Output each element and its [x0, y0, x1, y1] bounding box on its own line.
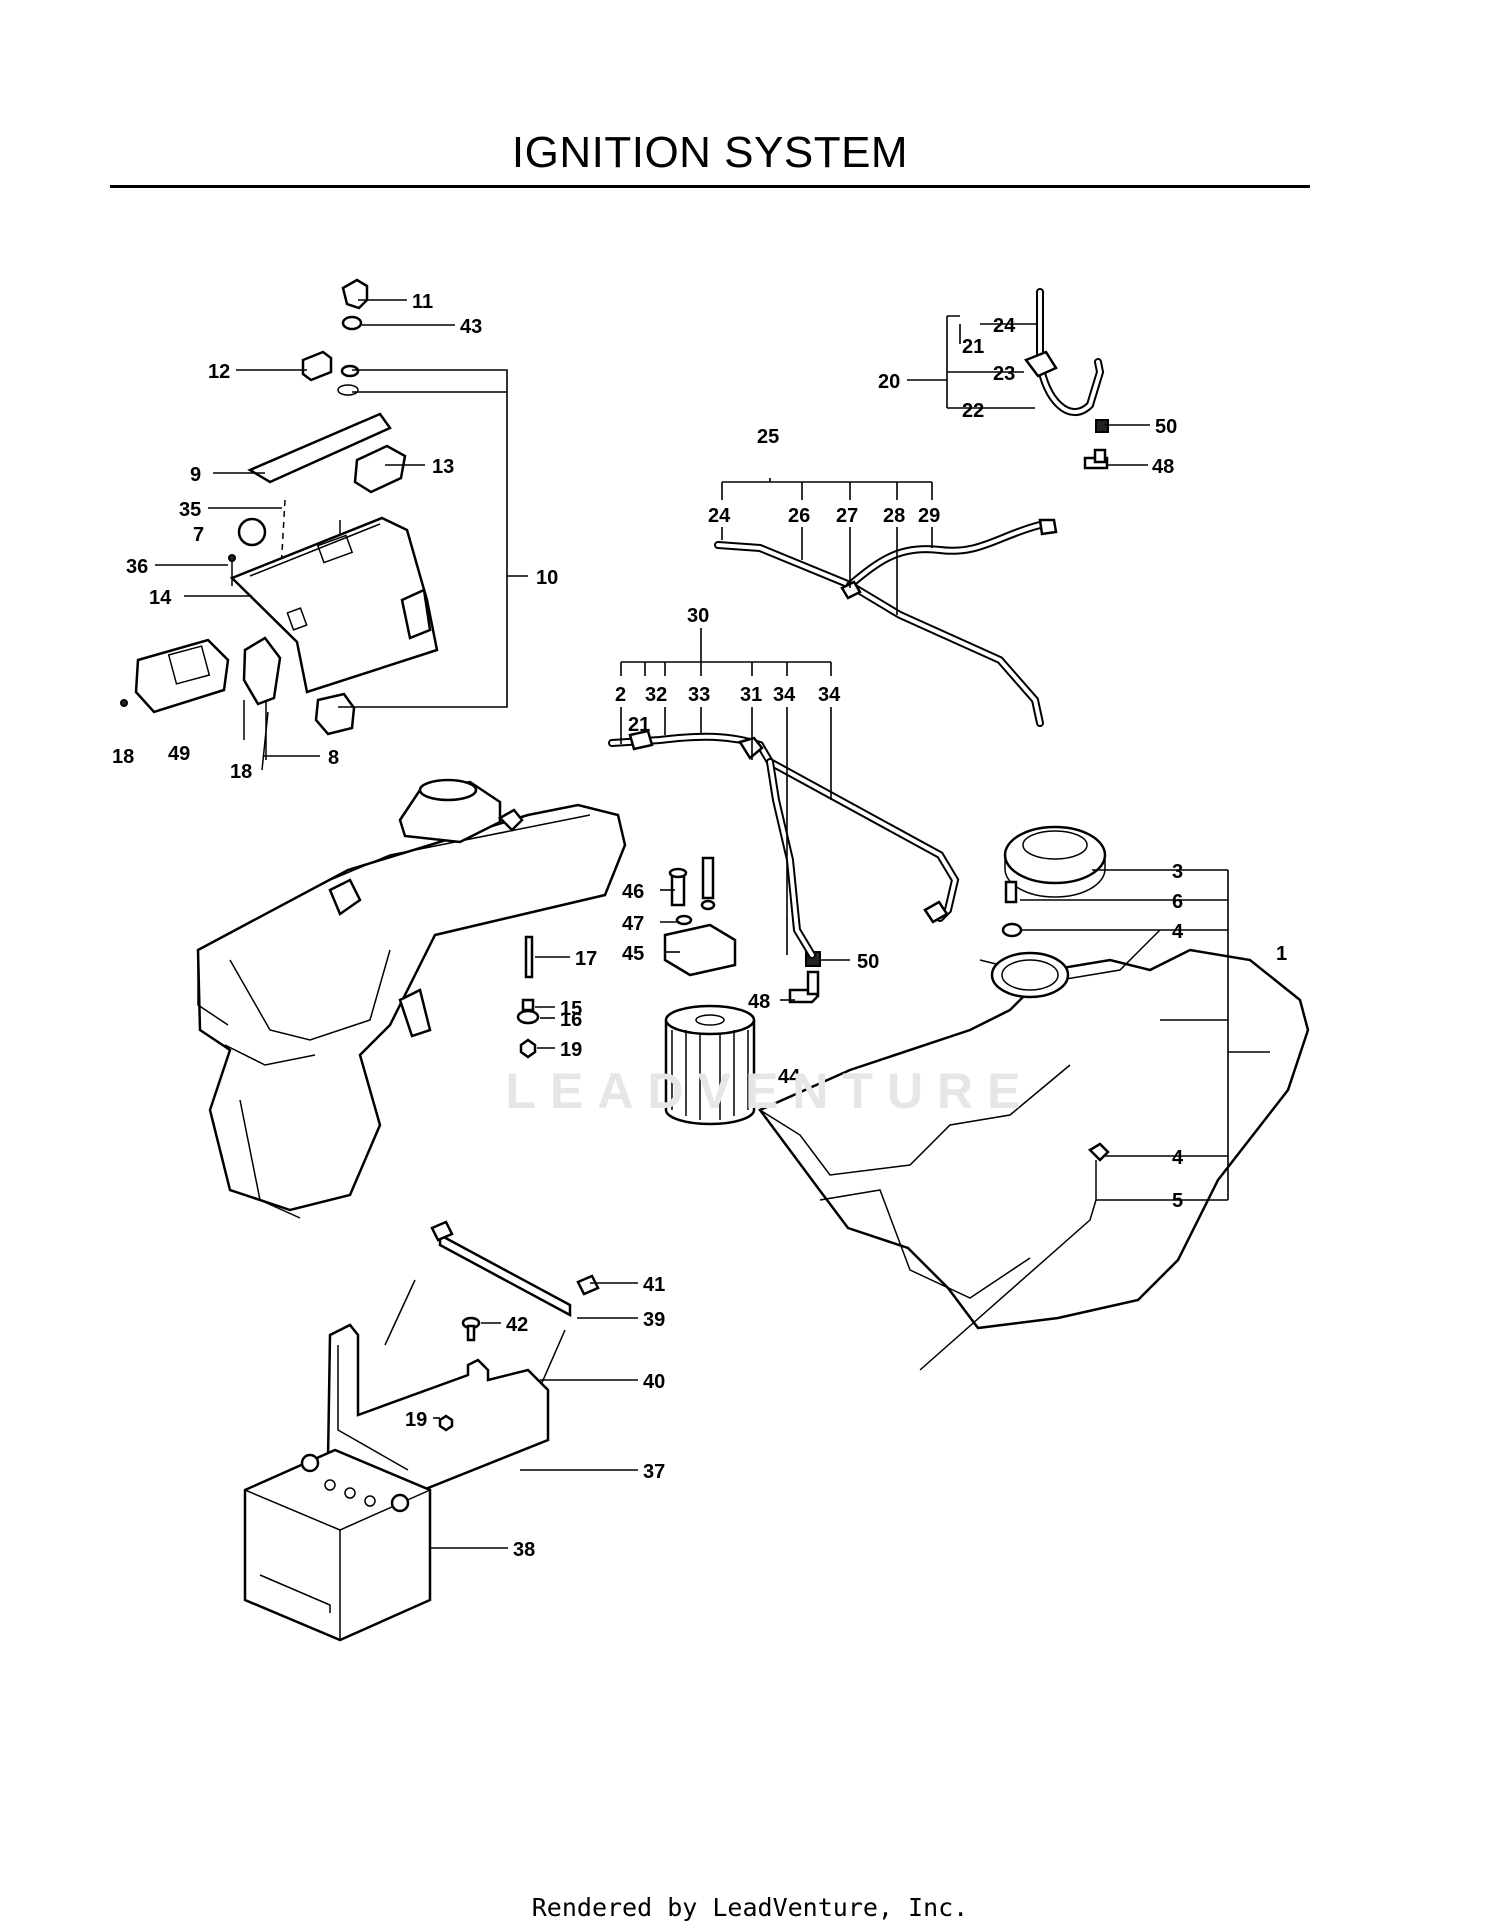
callout-labels: 11 43 12 9 13 35 7 36 14 10 18 49 18 8 2…: [112, 291, 1287, 1561]
callout-43: 43: [460, 316, 482, 338]
left-fuel-tank: [196, 778, 627, 1219]
callout-38: 38: [513, 1539, 535, 1561]
callout-20: 20: [878, 371, 900, 393]
title-divider: [110, 185, 1310, 188]
washer: [340, 364, 360, 378]
dash-panel: [229, 516, 439, 694]
dash-panel-assembly: [120, 278, 528, 771]
callout-27: 27: [836, 505, 858, 527]
callout-11: 11: [412, 291, 433, 313]
callout-8: 8: [328, 747, 339, 769]
callout-48-b: 48: [748, 991, 770, 1013]
nut: [341, 315, 363, 331]
callout-22: 22: [962, 400, 984, 422]
callout-21-b: 21: [628, 714, 650, 736]
fuel-filter: [664, 1020, 756, 1126]
callout-13: 13: [432, 456, 454, 478]
callout-33: 33: [688, 684, 710, 706]
callout-3: 3: [1172, 861, 1183, 883]
ignition-key: [341, 278, 369, 310]
callout-34-b: 34: [818, 684, 841, 706]
switch: [301, 350, 333, 382]
callout-39: 39: [643, 1309, 665, 1331]
throttle-lever: [242, 636, 282, 706]
callout-25: 25: [757, 426, 779, 448]
callout-35: 35: [179, 499, 201, 521]
tank-hardware: [516, 935, 540, 1059]
callout-6: 6: [1172, 891, 1183, 913]
callout-16: 16: [560, 1009, 582, 1031]
callout-34-a: 34: [773, 684, 796, 706]
callout-30: 30: [687, 605, 709, 627]
callout-10: 10: [536, 567, 558, 589]
callout-2: 2: [615, 684, 626, 706]
callout-47: 47: [622, 913, 644, 935]
callout-24-b: 24: [708, 505, 731, 527]
callout-45: 45: [622, 943, 644, 965]
callout-37: 37: [643, 1461, 665, 1483]
callout-31: 31: [740, 684, 762, 706]
callout-18-b: 18: [230, 761, 252, 783]
callout-42: 42: [506, 1314, 528, 1336]
callout-50-a: 50: [1155, 416, 1177, 438]
callout-46: 46: [622, 881, 644, 903]
callout-36: 36: [126, 556, 148, 578]
callout-14: 14: [149, 587, 172, 609]
callout-49: 49: [168, 743, 190, 765]
watermark: LEADVENTURE: [505, 1063, 1035, 1119]
page-title: IGNITION SYSTEM: [511, 128, 909, 177]
callout-18-a: 18: [112, 746, 134, 768]
fuel-filter-assembly: [663, 856, 821, 1126]
callout-4-a: 4: [1172, 921, 1184, 943]
fuel-hose-assembly: [1024, 288, 1109, 470]
battery: [243, 1448, 432, 1642]
callout-41: 41: [643, 1274, 665, 1296]
hold-down-bar: [438, 1232, 572, 1318]
footer-credit: Rendered by LeadVenture, Inc.: [531, 1893, 969, 1922]
callout-4-b: 4: [1172, 1147, 1184, 1169]
callout-44: 44: [778, 1066, 801, 1088]
washer: [337, 384, 359, 396]
callout-1: 1: [1276, 943, 1287, 965]
callout-12: 12: [208, 361, 230, 383]
callout-9: 9: [190, 464, 201, 486]
callout-17: 17: [575, 948, 597, 970]
callout-19-b: 19: [405, 1409, 427, 1431]
battery-tray-assembly: [243, 1220, 600, 1642]
ignition-switch: [314, 692, 356, 736]
callout-15: 15: [560, 998, 582, 1020]
callout-19-a: 19: [560, 1039, 582, 1061]
callout-48-a: 48: [1152, 456, 1174, 478]
knob: [237, 517, 267, 547]
leader-lines: [155, 299, 1270, 1549]
callout-23: 23: [993, 363, 1015, 385]
callout-40: 40: [643, 1371, 665, 1393]
callout-24-a: 24: [993, 315, 1016, 337]
fuel-cap: [1003, 825, 1107, 885]
callout-29: 29: [918, 505, 940, 527]
fuel-lines: [608, 518, 1058, 959]
relay: [353, 444, 407, 494]
callout-5: 5: [1172, 1190, 1183, 1212]
filter-head: [663, 923, 737, 977]
callout-7: 7: [193, 524, 204, 546]
callout-21-a: 21: [962, 336, 984, 358]
callout-32: 32: [645, 684, 667, 706]
callout-26: 26: [788, 505, 810, 527]
right-fuel-tank: [758, 825, 1310, 1371]
callout-28: 28: [883, 505, 905, 527]
callout-50-b: 50: [857, 951, 879, 973]
